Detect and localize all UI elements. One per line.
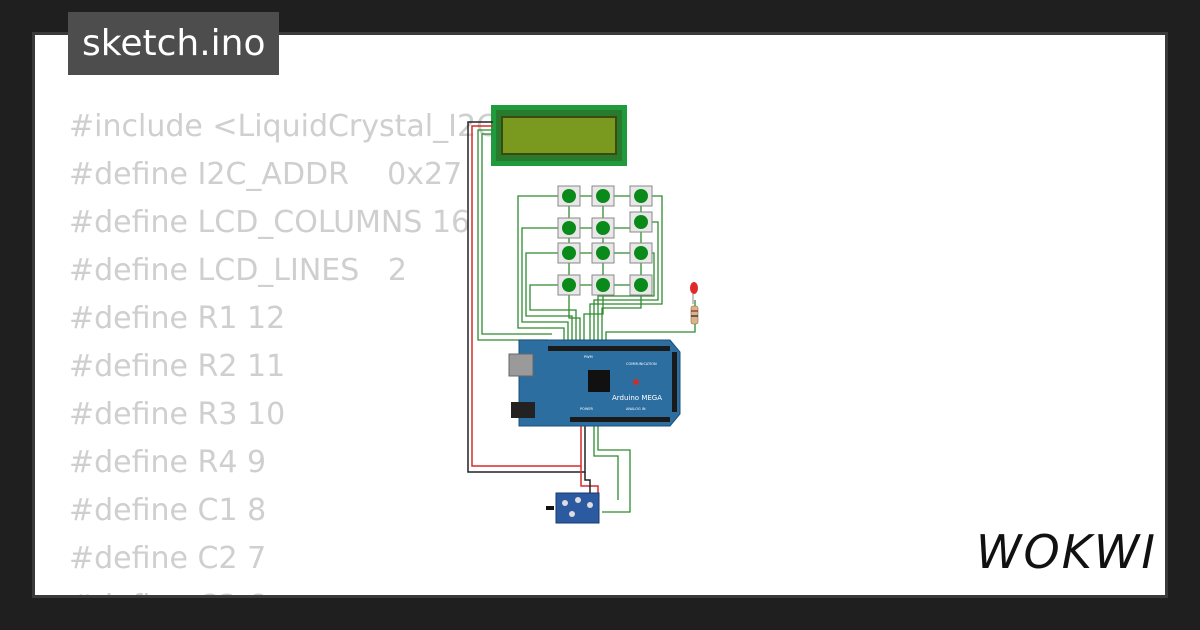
pushbutton xyxy=(629,274,653,296)
brand-wordmark: WOKWI xyxy=(976,525,1157,579)
board-label-pwm: PWM xyxy=(584,355,593,359)
lcd-display[interactable] xyxy=(491,105,627,166)
pushbutton xyxy=(591,274,615,296)
pushbutton xyxy=(591,217,615,239)
file-name-tag: sketch.ino xyxy=(68,12,280,75)
board-label-analog: ANALOG IN xyxy=(626,407,646,411)
code-line: #define R3 10 xyxy=(69,397,286,432)
keypad-buttons[interactable] xyxy=(557,185,653,296)
wires-power xyxy=(467,121,599,500)
code-line: #define LCD_COLUMNS 16 xyxy=(69,205,471,240)
code-line: #define I2C_ADDR 0x27 xyxy=(69,157,463,192)
sensor-module[interactable] xyxy=(546,492,600,524)
board-name: Arduino MEGA xyxy=(612,394,662,402)
pushbutton xyxy=(557,217,581,239)
pushbutton xyxy=(591,185,615,207)
code-line: #define R2 11 xyxy=(69,349,286,384)
code-line: #define R1 12 xyxy=(69,301,286,336)
code-line: #define LCD_LINES 2 xyxy=(69,253,407,288)
resistor[interactable] xyxy=(690,305,699,325)
code-line: #define C1 8 xyxy=(69,493,267,528)
code-line: #define C2 7 xyxy=(69,541,267,576)
pushbutton xyxy=(629,185,653,207)
arduino-mega-board[interactable]: Arduino MEGA COMMUNICATION PWM POWER ANA… xyxy=(508,339,681,427)
pushbutton xyxy=(557,242,581,264)
wires-signal xyxy=(477,129,696,513)
board-label-power: POWER xyxy=(580,407,594,411)
code-line: #define C3 6 xyxy=(69,583,551,595)
pushbutton xyxy=(629,242,653,264)
code-line: #define R4 9 xyxy=(69,445,267,480)
led[interactable] xyxy=(690,282,698,304)
code-listing: #include <LiquidCrystal_I2C.h> #define I… xyxy=(69,103,551,595)
board-label-comm: COMMUNICATION xyxy=(626,362,657,366)
pushbutton xyxy=(557,274,581,296)
pushbutton xyxy=(629,211,653,233)
wokwi-logo: WOKWI xyxy=(976,525,1157,579)
pushbutton xyxy=(591,242,615,264)
pushbutton xyxy=(557,185,581,207)
